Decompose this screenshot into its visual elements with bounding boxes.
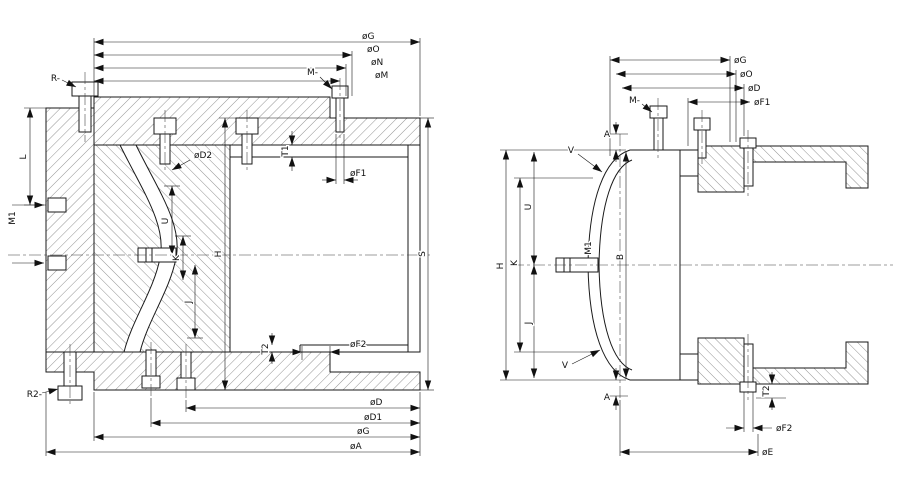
right-view-labels: øG øO øD øF1 M- A V U B M1 K H J V A T2 …: [495, 55, 794, 460]
label-m-top: M-: [307, 68, 318, 78]
label-dim-j-right: J: [524, 322, 534, 326]
label-dim-h-right: H: [496, 263, 506, 270]
side-stud-lower: [47, 255, 67, 271]
left-view-geometry: [45, 81, 421, 401]
label-a-bottom: A: [604, 393, 611, 403]
label-dia-f1: øF1: [350, 169, 366, 179]
label-dia-d2: øD2: [194, 151, 212, 161]
label-dia-n: øN: [371, 58, 383, 68]
label-v-bottom: V: [562, 361, 569, 371]
label-dim-b-right: B: [616, 254, 626, 260]
label-dim-u: U: [161, 218, 171, 225]
left-view-dimensions: [12, 38, 434, 456]
label-dia-f2-left: øF2: [350, 340, 366, 350]
side-stud-upper: [47, 197, 67, 213]
label-dia-d1: øD1: [364, 413, 382, 423]
label-dia-g-right: øG: [734, 56, 747, 66]
label-dia-m: øM: [375, 71, 388, 81]
left-view-labels: R- M- øG øO øN øM øD2 T1 øF1 L M1 H S U …: [7, 31, 430, 454]
label-dia-f1-right: øF1: [754, 98, 770, 108]
label-dia-d: øD: [370, 398, 383, 408]
label-m-right: M-: [629, 96, 640, 106]
label-dia-g-top: øG: [362, 32, 375, 42]
right-view-centerlines: [512, 98, 893, 400]
right-view-geometry: [555, 105, 869, 393]
label-t2-right: T2: [762, 385, 772, 397]
label-dim-s: S: [418, 251, 428, 257]
label-dim-k-right: K: [510, 259, 520, 266]
label-dim-j: J: [184, 301, 194, 305]
label-r-top: R-: [51, 74, 60, 84]
left-view: R- M- øG øO øN øM øD2 T1 øF1 L M1 H S U …: [7, 31, 434, 456]
label-t1: T1: [281, 145, 291, 157]
label-a-top: A: [604, 130, 611, 140]
label-m1-right: M1: [584, 241, 594, 255]
clamp-claw-bottom: [697, 337, 869, 385]
label-dim-u-right: U: [524, 204, 534, 211]
label-dia-e-right: øE: [762, 448, 774, 458]
label-dia-a: øA: [350, 442, 363, 452]
label-dia-o-right: øO: [740, 70, 753, 80]
frame-cavity: [229, 144, 421, 353]
bolt-m-stud: [649, 105, 668, 151]
label-dim-l: L: [19, 154, 29, 159]
label-dia-f2-right: øF2: [776, 424, 792, 434]
left-view-centerlines: [8, 72, 430, 406]
label-dim-k: K: [172, 254, 182, 261]
label-m1: M1: [8, 211, 18, 225]
right-view-dimensions: [500, 56, 786, 456]
label-v-top: V: [568, 146, 575, 156]
label-dim-h: H: [214, 251, 224, 258]
label-dia-d-right: øD: [748, 84, 761, 94]
clamp-claw-top: [697, 145, 869, 193]
label-dia-g-bottom: øG: [357, 427, 370, 437]
left-plate: [45, 107, 95, 373]
label-dia-o: øO: [367, 45, 380, 55]
label-t2-left: T2: [261, 343, 271, 355]
label-r2: R2-: [27, 390, 42, 400]
bottom-plate: [45, 351, 421, 391]
right-view: øG øO øD øF1 M- A V U B M1 K H J V A T2 …: [495, 55, 893, 460]
